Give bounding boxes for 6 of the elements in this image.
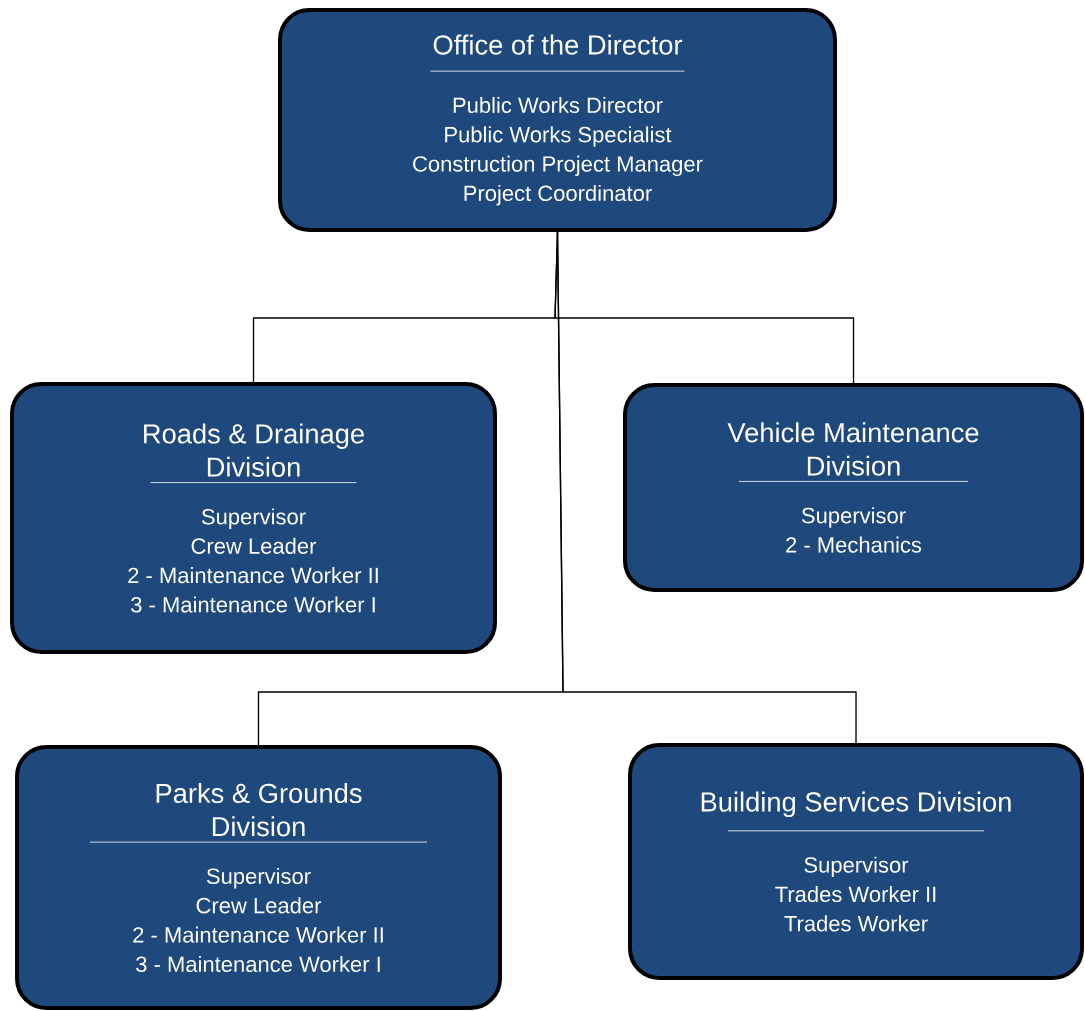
division-box: Building Services Division Supervisor Trades Worker II Trades Worker [628, 743, 1084, 981]
division-box: Roads & Drainage Division Supervisor Crew Leader 2 - Maintenance Worker II 3 - Maintenance Worker I [10, 382, 497, 654]
connector-line [556, 231, 857, 744]
division-box: Parks & Grounds Division Supervisor Crew Leader 2 - Maintenance Worker II 3 - Maintenance Worker I [15, 745, 502, 1011]
division-box: Vehicle Maintenance Division Supervisor 2 - Mechanics [623, 382, 1085, 593]
division-box: Office of the Director Public Works Director Public Works Specialist Construction Project Manager Project Coordinator [278, 8, 837, 232]
